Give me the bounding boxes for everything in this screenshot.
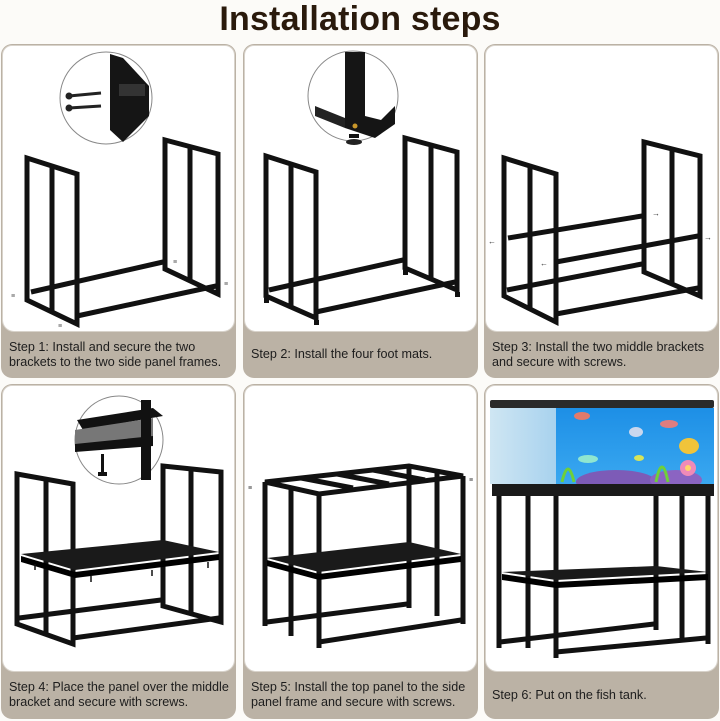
shelf-panel (21, 540, 219, 570)
svg-text:≡: ≡ (11, 293, 15, 300)
svg-text:→: → (704, 233, 712, 242)
svg-text:≡: ≡ (224, 281, 228, 288)
frame-drawing (24, 136, 221, 328)
step-card-2: Step 2: Install the four foot mats. (243, 44, 478, 378)
detail-inset-circle (307, 50, 399, 145)
frame-drawing (14, 463, 224, 648)
shelf-panel (267, 542, 461, 572)
step-card-4: Step 4: Place the panel over the middle … (1, 384, 236, 719)
step-1-illustration: ≡ ≡ ≡ ≡ (2, 45, 235, 332)
step-4-caption: Step 4: Place the panel over the middle … (9, 680, 229, 709)
shelf-panel (502, 566, 708, 580)
step-1-caption: Step 1: Install and secure the two brack… (9, 339, 222, 369)
step-card-6: Step 6: Put on the fish tank. (484, 384, 719, 719)
svg-text:≡: ≡ (248, 485, 252, 492)
step-card-5: ≡≡ Step 5: Install the top panel to the … (243, 384, 478, 719)
step-3-illustration: ← ← → → (485, 45, 718, 332)
step-6-illustration (485, 385, 718, 672)
step-2-caption: Step 2: Install the four foot mats. (251, 347, 433, 361)
svg-text:≡: ≡ (58, 323, 62, 330)
svg-text:←: ← (488, 237, 496, 246)
page-title: Installation steps (219, 0, 501, 38)
step-6-caption: Step 6: Put on the fish tank. (492, 687, 647, 702)
svg-text:≡: ≡ (469, 477, 473, 484)
detail-inset-circle (59, 51, 153, 145)
step-5-caption: Step 5: Install the top panel to the sid… (251, 680, 466, 709)
frame-drawing (501, 138, 703, 327)
frame-drawing (263, 134, 460, 322)
aquarium (490, 400, 714, 496)
step-card-3: ← ← → → Step 3: Install the two middle brac… (484, 44, 719, 378)
svg-text:→: → (652, 209, 660, 218)
foot-mats (264, 270, 460, 325)
step-card-1: ≡ ≡ ≡ ≡ Step 1: Install and secure the two … (1, 44, 236, 378)
detail-inset-circle (74, 395, 164, 485)
step-4-illustration (2, 385, 235, 672)
stand-frame (496, 496, 711, 658)
svg-text:≡: ≡ (173, 259, 177, 266)
step-2-illustration (244, 45, 477, 332)
step-3-caption: Step 3: Install the two middle brackets … (492, 339, 705, 369)
svg-text:←: ← (540, 259, 548, 268)
step-5-illustration: ≡≡ (244, 385, 477, 672)
